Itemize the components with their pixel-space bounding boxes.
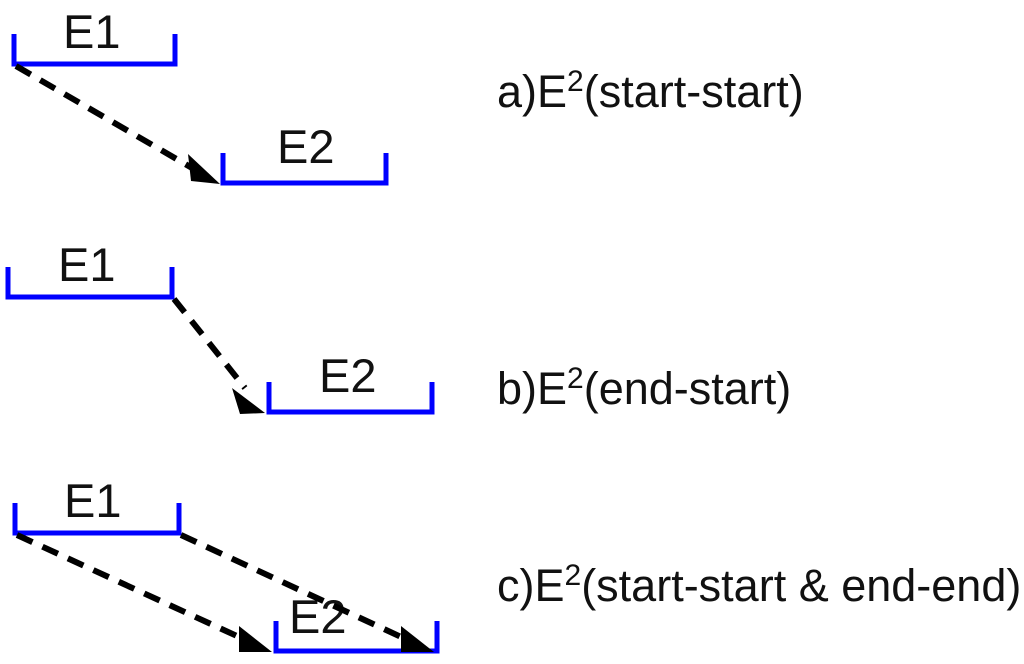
interval-bracket-e2-c — [273, 621, 440, 654]
arrow-head — [401, 626, 434, 652]
caption-suffix-c: (start-start & end-end) — [581, 560, 1021, 611]
relation-arrow-start-start-a — [14, 63, 220, 184]
interval-label-e2-b: E2 — [319, 349, 377, 402]
relation-arrow-end-start-b — [171, 297, 265, 414]
relation-arrow-end-end-c — [179, 532, 434, 652]
interval-bracket-e1-a — [11, 34, 178, 67]
arrow-shaft — [14, 63, 201, 175]
caption-prefix-b: b)E — [497, 363, 567, 414]
arrow-shaft — [179, 532, 414, 645]
relation-arrow-start-start-c — [15, 532, 272, 652]
caption-superscript-a: 2 — [567, 65, 584, 98]
interval-label-e1-b: E1 — [58, 238, 116, 291]
interval-label-e2-a: E2 — [277, 120, 335, 173]
interval-bracket-e1-c — [12, 503, 182, 536]
arrow-head — [232, 388, 265, 414]
panel-caption-a: a)E2(start-start) — [497, 65, 804, 117]
caption-prefix-a: a)E — [497, 66, 567, 117]
bracket-path-e1-b — [5, 267, 175, 300]
interval-bracket-e2-b — [266, 382, 435, 415]
interval-bracket-e2-a — [220, 153, 389, 186]
caption-superscript-c: 2 — [565, 559, 582, 592]
caption-superscript-b: 2 — [567, 362, 584, 395]
panel-a: E1 E2 a)E2(start-start) — [11, 5, 804, 186]
bracket-path-e2-c — [273, 621, 440, 654]
caption-suffix-a: (start-start) — [584, 66, 804, 117]
panel-caption-b: b)E2(end-start) — [497, 362, 791, 414]
bracket-path-e2-b — [266, 382, 435, 415]
bracket-path-e2-a — [220, 153, 389, 186]
arrow-head — [239, 626, 272, 652]
arrow-head — [188, 154, 220, 184]
interval-label-e1-a: E1 — [63, 5, 121, 58]
panel-c: E1 E2 c)E2(start-start & end-end) — [12, 474, 1021, 654]
arrow-shaft — [171, 297, 248, 390]
interval-bracket-e1-b — [5, 267, 175, 300]
arrow-shaft — [15, 532, 252, 645]
bracket-path-e1-c — [12, 503, 182, 536]
caption-prefix-c: c)E — [497, 560, 565, 611]
panel-caption-c: c)E2(start-start & end-end) — [497, 559, 1021, 611]
panel-b: E1 E2 b)E2(end-start) — [5, 238, 791, 415]
interval-label-e1-c: E1 — [64, 474, 122, 527]
caption-suffix-b: (end-start) — [584, 363, 792, 414]
bracket-path-e1-a — [11, 34, 178, 67]
